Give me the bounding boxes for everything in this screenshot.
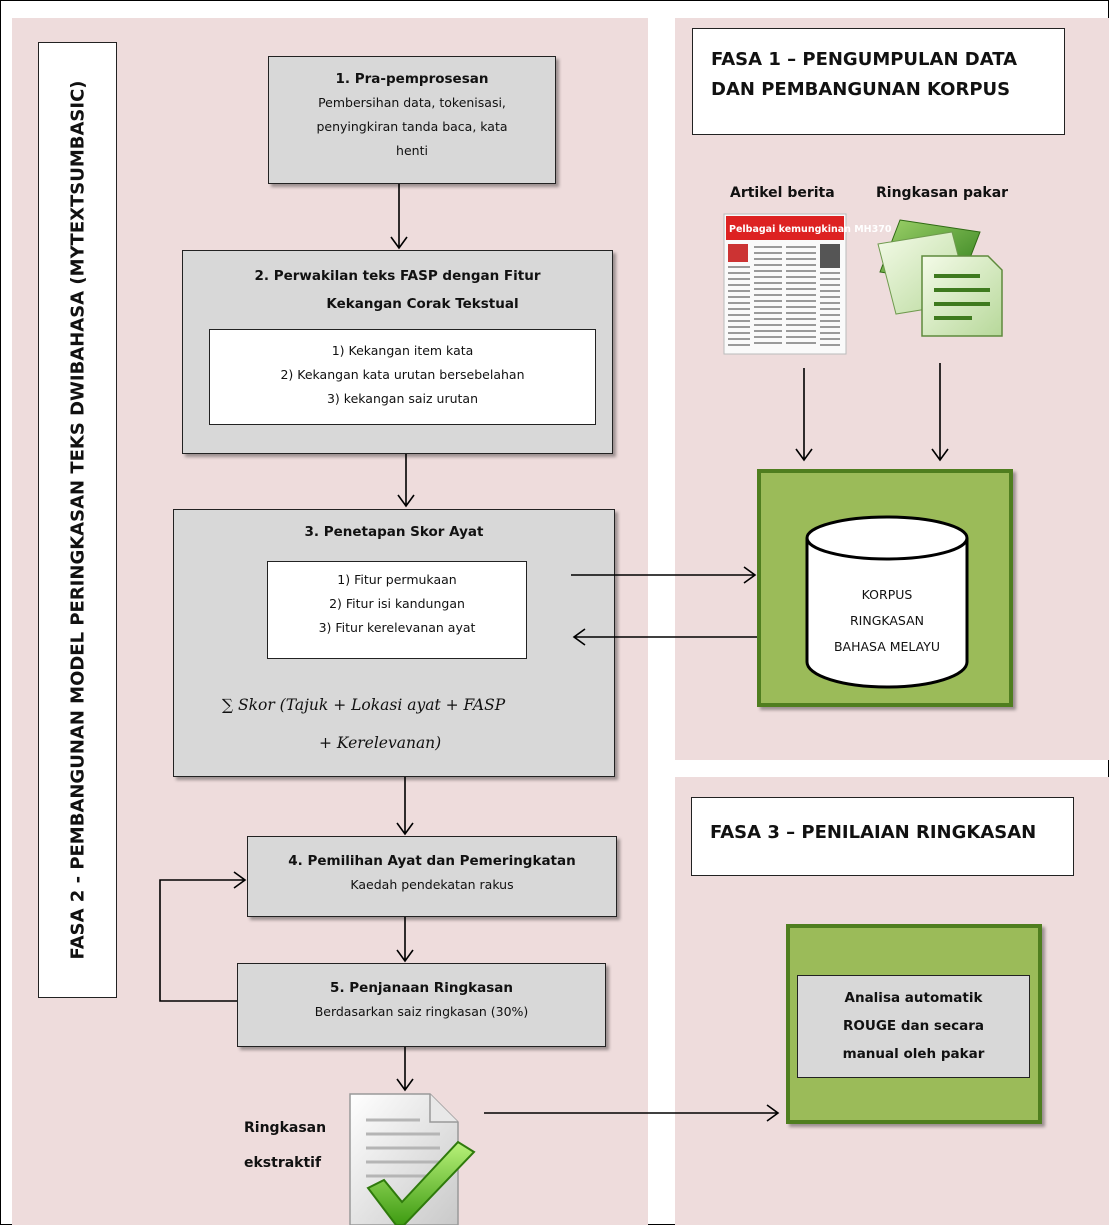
phase1-title-line-1: FASA 1 – PENGUMPULAN DATA (711, 49, 1018, 70)
constraint-item-3: 3) kekangan saiz urutan (326, 391, 479, 406)
source2-label: Ringkasan pakar (876, 185, 1009, 201)
phase2-title-box: FASA 2 - PEMBANGUNAN MODEL PERINGKASAN T… (38, 42, 117, 998)
step5-generation-box: 5. Penjanaan Ringkasan Berdasarkan saiz … (237, 963, 606, 1047)
step2-title-line-2: Kekangan Corak Tekstual (326, 296, 519, 312)
step1-line-1: Pembersihan data, tokenisasi, (318, 95, 506, 110)
expert-summary-icon (877, 219, 1003, 337)
evaluation-line-1: Analisa automatik (844, 990, 983, 1006)
feature-item-1: 1) Fitur permukaan (337, 572, 457, 587)
newspaper-icon: Pelbagai kemungkinan MH370 (723, 213, 892, 355)
step1-preprocessing-box: 1. Pra-pemprosesan Pembersihan data, tok… (268, 56, 556, 184)
arrow-step3-to-corpus (571, 566, 757, 584)
step5-subtitle: Berdasarkan saiz ringkasan (30%) (314, 1004, 529, 1019)
phase3-title: FASA 3 – PENILAIAN RINGKASAN (710, 822, 1037, 843)
arrow-step4-to-step5 (396, 917, 414, 963)
step3-features-box: 1) Fitur permukaan 2) Fitur isi kandunga… (267, 561, 527, 659)
arrow-step3-to-step4 (396, 777, 414, 836)
newspaper-headline: Pelbagai kemungkinan MH370 (729, 224, 892, 235)
step4-selection-box: 4. Pemilihan Ayat dan Pemeringkatan Kaed… (247, 836, 617, 917)
evaluation-line-3: manual oleh pakar (842, 1046, 985, 1062)
corpus-database-icon (805, 515, 969, 689)
step3-scoring-box: 3. Penetapan Skor Ayat (173, 509, 615, 777)
output-label-line-1: Ringkasan (244, 1120, 327, 1136)
arrow-news-to-corpus (795, 368, 813, 462)
score-formula-line-1: ∑ Skor (Tajuk + Lokasi ayat + FASP (222, 696, 506, 714)
arrow-step5-to-output (396, 1047, 414, 1092)
arrow-step1-to-step2 (390, 184, 408, 250)
step1-line-3: henti (396, 143, 428, 158)
step4-subtitle: Kaedah pendekatan rakus (350, 877, 514, 892)
score-formula-line-2: + Kerelevanan) (319, 734, 442, 752)
step3-title: 3. Penetapan Skor Ayat (304, 524, 484, 540)
corpus-line-1: KORPUS (861, 587, 913, 602)
constraint-item-2: 2) Kekangan kata urutan bersebelahan (280, 367, 525, 382)
corpus-line-3: BAHASA MELAYU (833, 639, 941, 654)
constraint-item-1: 1) Kekangan item kata (331, 343, 474, 358)
feature-item-3: 3) Fitur kerelevanan ayat (318, 620, 476, 635)
step1-line-2: penyingkiran tanda baca, kata (316, 119, 508, 134)
step4-title: 4. Pemilihan Ayat dan Pemeringkatan (288, 853, 576, 869)
extractive-summary-icon (349, 1093, 476, 1225)
arrow-expert-to-corpus (931, 363, 949, 462)
step2-title-line-1: 2. Perwakilan teks FASP dengan Fitur (254, 268, 541, 284)
step1-title: 1. Pra-pemprosesan (335, 71, 489, 87)
output-label-line-2: ekstraktif (244, 1155, 322, 1171)
evaluation-box: Analisa automatik ROUGE dan secara manua… (797, 975, 1030, 1078)
arrow-step2-to-step3 (397, 454, 415, 508)
step5-title: 5. Penjanaan Ringkasan (330, 980, 513, 996)
arrow-corpus-to-step3 (572, 628, 757, 646)
source1-label: Artikel berita (730, 185, 835, 201)
feature-item-2: 2) Fitur isi kandungan (329, 596, 465, 611)
phase3-title-box: FASA 3 – PENILAIAN RINGKASAN (691, 797, 1074, 876)
arrow-feedback-loop (159, 871, 247, 1002)
phase1-title-line-2: DAN PEMBANGUNAN KORPUS (711, 79, 1011, 100)
evaluation-line-2: ROUGE dan secara (843, 1018, 984, 1034)
phase1-title-box: FASA 1 – PENGUMPULAN DATA DAN PEMBANGUNA… (692, 28, 1065, 135)
step2-constraints-box: 1) Kekangan item kata 2) Kekangan kata u… (209, 329, 596, 425)
arrow-output-to-evaluation (484, 1104, 780, 1122)
corpus-label: KORPUS RINGKASAN BAHASA MELAYU (804, 582, 970, 660)
corpus-line-2: RINGKASAN (849, 613, 924, 628)
